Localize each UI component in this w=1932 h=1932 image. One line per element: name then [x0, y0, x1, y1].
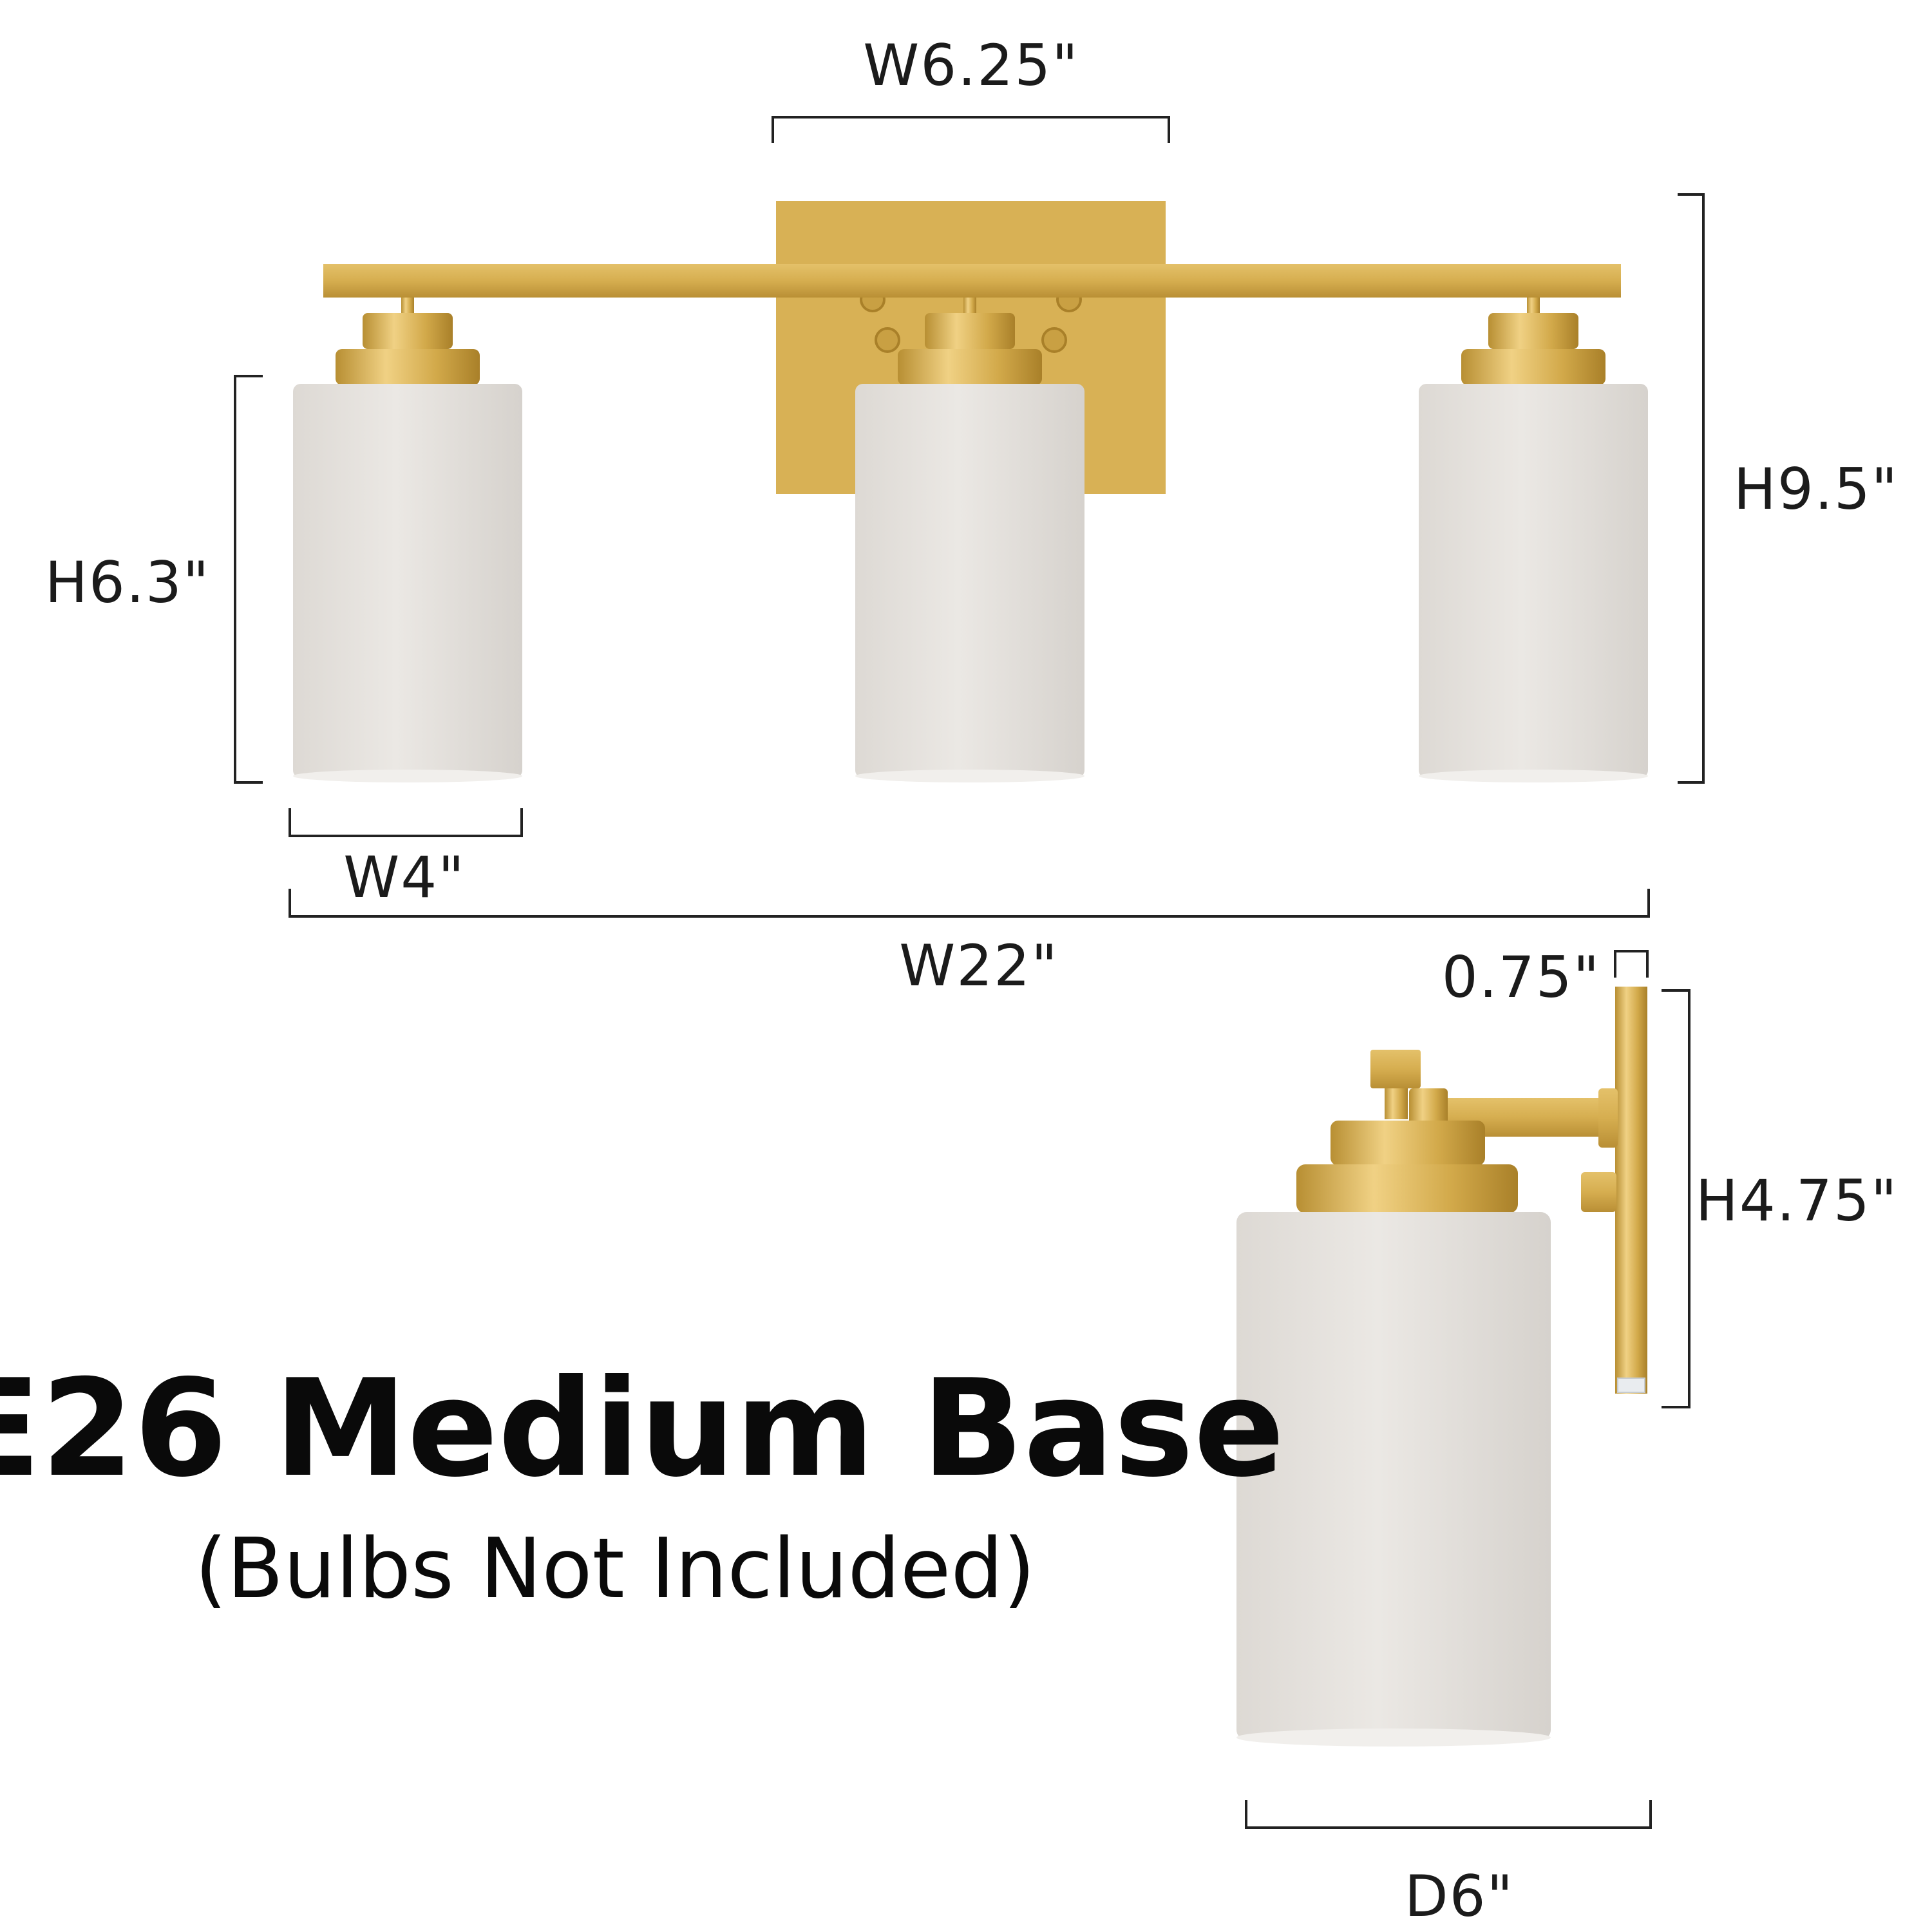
screw-cap: [1041, 327, 1067, 353]
label-backplate-depth: 0.75": [1442, 944, 1600, 1010]
glass-shade: [855, 384, 1084, 778]
screw-cap: [875, 327, 900, 353]
crossbar: [323, 264, 1621, 298]
lamp-middle: [855, 298, 1084, 782]
headline-title: E26 Medium Base: [0, 1351, 1285, 1507]
dimension-line-backplate-width: [772, 116, 1170, 143]
side-view: [1236, 987, 1647, 1747]
label-overall-width: W22": [899, 933, 1058, 999]
label-backplate-height: H4.75": [1696, 1168, 1899, 1234]
label-shade-height: H6.3": [45, 549, 211, 616]
dimension-line-overall-width: [289, 889, 1650, 918]
lamp-right: [1419, 298, 1648, 782]
label-overall-depth: D6": [1405, 1863, 1514, 1929]
lamp-left: [293, 298, 522, 782]
dimension-line-overall-depth: [1245, 1800, 1652, 1829]
glass-shade: [293, 384, 522, 778]
glass-shade: [1419, 384, 1648, 778]
label-overall-height: H9.5": [1734, 456, 1899, 522]
label-shade-width: W4": [343, 844, 465, 911]
dimension-line-backplate-depth: [1614, 950, 1649, 978]
dimension-line-overall-height: [1678, 193, 1705, 784]
dimension-line-shade-height: [234, 375, 263, 784]
dimension-line-backplate-height: [1662, 989, 1690, 1408]
headline-subtitle: (Bulbs Not Included): [194, 1521, 1035, 1617]
label-backplate-width: W6.25": [863, 32, 1079, 99]
front-view: [293, 201, 1648, 782]
side-backplate: [1615, 987, 1647, 1394]
side-glass-shade: [1236, 1212, 1551, 1740]
dimension-line-shade-width: [289, 808, 523, 837]
